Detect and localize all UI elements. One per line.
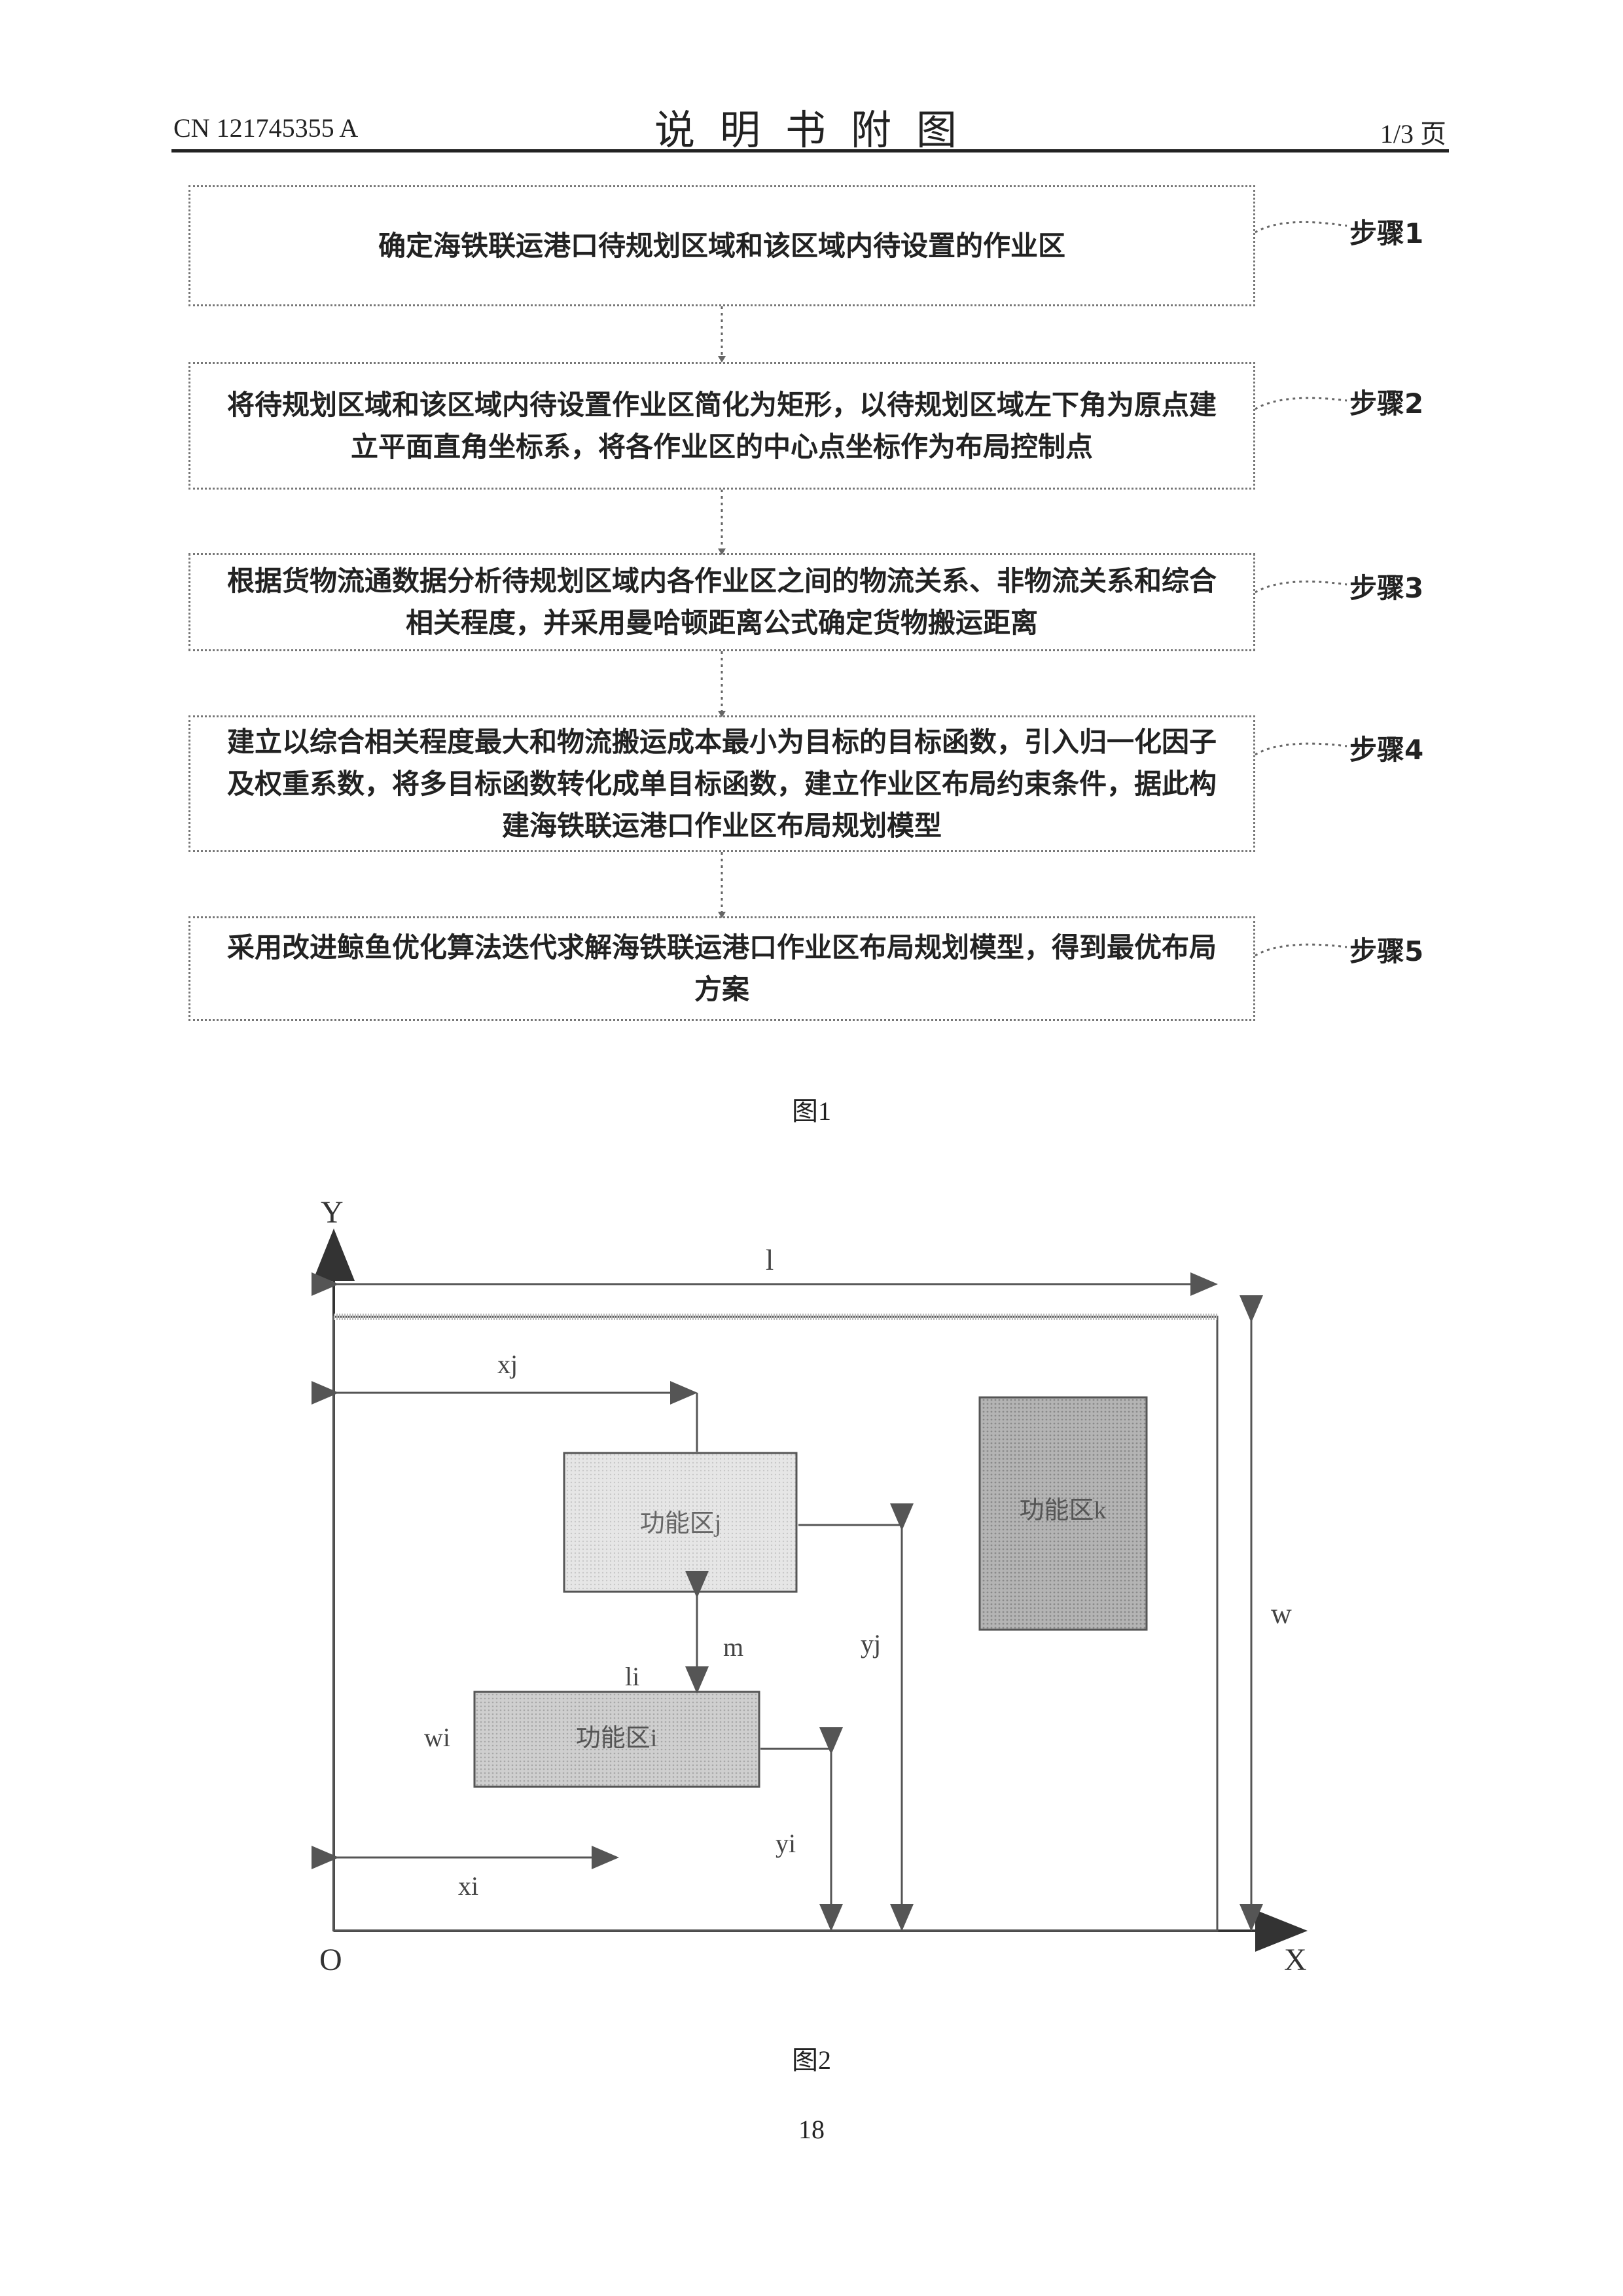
width-label: w xyxy=(1271,1598,1292,1630)
figure2-caption: 图2 xyxy=(681,2039,942,2077)
origin-label: O xyxy=(319,1943,342,1977)
yj-label: yj xyxy=(861,1629,881,1659)
page-number: 18 xyxy=(746,2114,877,2145)
length-label: l xyxy=(766,1244,774,1276)
zone-k-label: 功能区k xyxy=(1019,1497,1106,1524)
m-label: m xyxy=(723,1632,743,1662)
xj-label: xj xyxy=(497,1350,518,1379)
yi-label: yi xyxy=(776,1829,796,1858)
y-axis-label: Y xyxy=(321,1195,344,1230)
wi-label: wi xyxy=(424,1723,450,1752)
li-label: li xyxy=(625,1662,639,1691)
xi-label: xi xyxy=(458,1871,478,1901)
zone-j-label: 功能区j xyxy=(640,1510,722,1537)
x-axis-label: X xyxy=(1284,1943,1307,1977)
zone-i-label: 功能区i xyxy=(576,1725,658,1752)
